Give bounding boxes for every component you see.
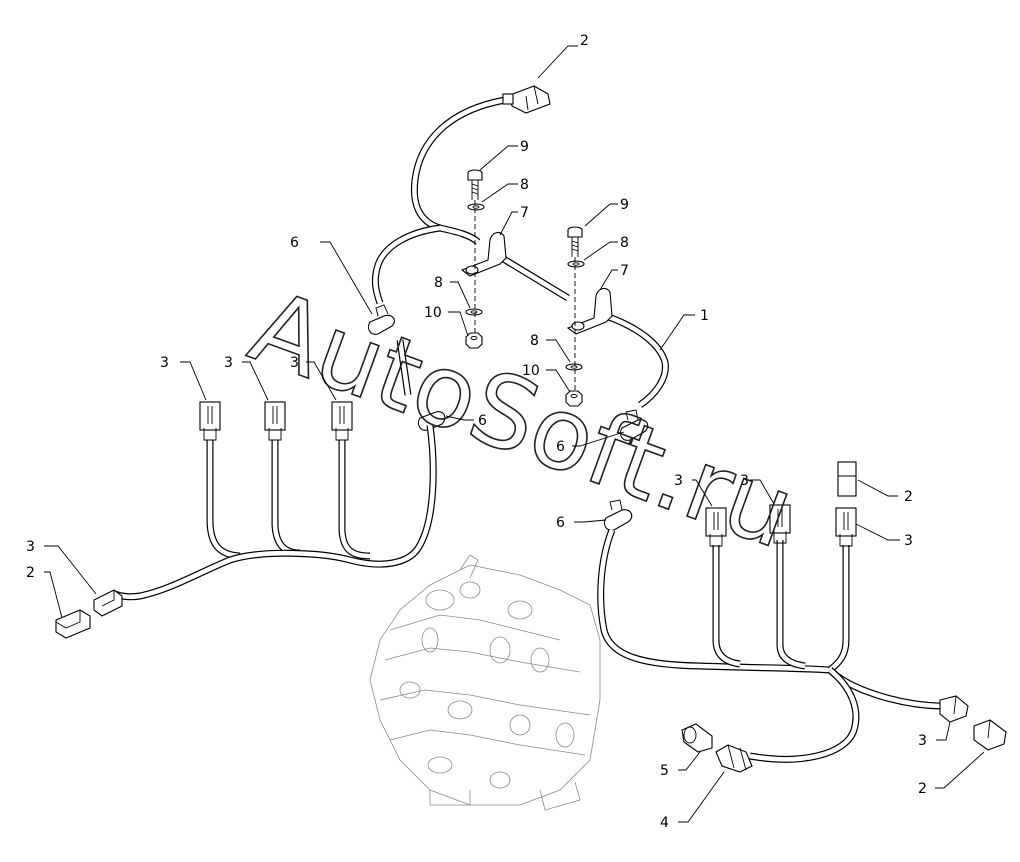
callout-7-left: 7 <box>520 205 529 221</box>
bolt-9-right <box>567 226 583 257</box>
connector-2-right <box>837 461 857 497</box>
washer-8-right-top <box>567 260 585 268</box>
washer-8-left-bottom <box>465 308 483 316</box>
callout-10-left: 10 <box>424 305 442 321</box>
callout-8-left-top: 8 <box>520 177 529 193</box>
watermark-text: AutoSoft.ru <box>237 268 809 571</box>
callout-2-top: 2 <box>580 33 589 49</box>
callout-7-right: 7 <box>620 263 629 279</box>
connector-3-left-2 <box>264 401 286 441</box>
callout-8-right-top: 8 <box>620 235 629 251</box>
callout-1: 1 <box>700 308 709 324</box>
callout-3-left-1: 3 <box>160 355 169 371</box>
callout-8-left-bottom: 8 <box>434 275 443 291</box>
callout-3-right-3: 3 <box>904 533 913 549</box>
callout-2-left-end: 2 <box>26 565 35 581</box>
callout-9-left: 9 <box>520 139 529 155</box>
connector-3-right-3 <box>835 507 857 547</box>
callout-10-right: 10 <box>522 363 540 379</box>
washer-8-left-top <box>467 203 485 211</box>
leader-lines <box>44 45 985 823</box>
connector-3-left-3 <box>331 401 353 441</box>
callout-9-right: 9 <box>620 197 629 213</box>
right-harness <box>597 528 941 763</box>
connector-3-right-1 <box>705 507 727 547</box>
callout-3-bottom-right: 3 <box>918 733 927 749</box>
cap-5 <box>681 723 713 753</box>
callout-3-right-1: 3 <box>674 473 683 489</box>
assembly-axis-lines <box>474 200 576 392</box>
callout-8-right-bottom: 8 <box>530 333 539 349</box>
left-harness <box>112 424 437 601</box>
callout-2-bottom-right: 2 <box>918 781 927 797</box>
cable-tie-6-top <box>367 304 395 335</box>
callout-3-left-2: 3 <box>224 355 233 371</box>
cable-tie-6-mid <box>417 411 446 431</box>
callout-6-right: 6 <box>556 439 565 455</box>
connector-2-top <box>502 85 551 114</box>
callout-6-mid: 6 <box>478 413 487 429</box>
callout-4: 4 <box>660 815 669 831</box>
bolt-9-left <box>467 169 483 200</box>
callout-labels: 2 9 8 7 9 8 7 6 8 10 1 8 10 3 3 3 6 6 3 … <box>26 33 927 831</box>
clamp-7-right <box>566 287 613 335</box>
nut-10-left <box>465 332 483 349</box>
callout-2-right: 2 <box>904 489 913 505</box>
upper-harness <box>371 96 669 408</box>
callout-6-low: 6 <box>556 515 565 531</box>
callout-3-right-2: 3 <box>740 473 749 489</box>
callout-3-left-3: 3 <box>290 355 299 371</box>
connector-3-left-end <box>93 589 123 617</box>
washer-8-right-bottom <box>565 363 583 371</box>
cable-tie-6-low <box>603 499 633 531</box>
connector-3-left-1 <box>199 401 221 441</box>
connector-2-left-end <box>55 609 91 639</box>
callout-3-left-end: 3 <box>26 539 35 555</box>
connector-4-plug <box>715 744 753 773</box>
callout-6-top: 6 <box>290 235 299 251</box>
connector-3-bottom-right <box>939 695 969 723</box>
cable-tie-6-right <box>619 409 649 441</box>
control-valve-block <box>369 554 601 811</box>
connector-3-right-2 <box>769 504 791 544</box>
nut-10-right <box>565 390 583 407</box>
connector-2-bottom-right <box>973 719 1007 751</box>
callout-5: 5 <box>660 763 669 779</box>
